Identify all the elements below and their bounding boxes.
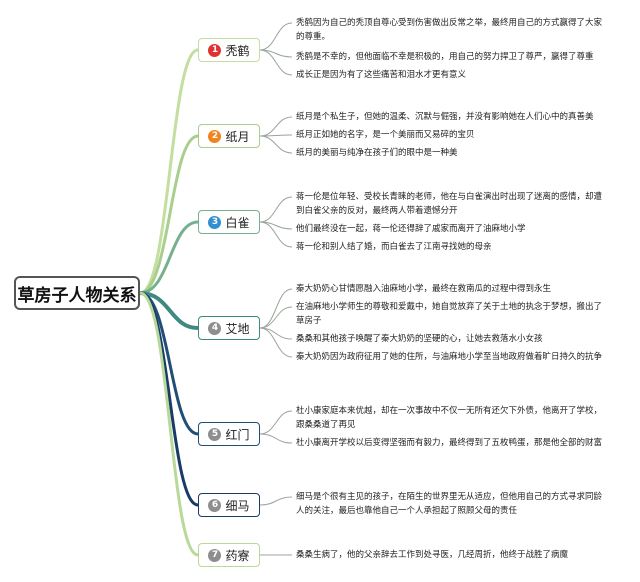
number-badge-icon: 6: [208, 498, 222, 512]
leaf-line: [259, 196, 293, 223]
topic-label: 红门: [225, 427, 250, 442]
topic-label: 艾地: [225, 321, 250, 336]
leaf-line: [259, 288, 293, 329]
leaf-connectors: [259, 22, 293, 556]
leaf-line: [259, 135, 293, 154]
leaf-line: [259, 221, 293, 248]
leaf-line: [259, 433, 293, 444]
leaf-text[interactable]: 秦大奶奶心甘情愿融入油麻地小学，最终在救南瓜的过程中得到永生: [296, 284, 552, 294]
leaf-line: [259, 116, 293, 137]
leaf-line: [259, 327, 293, 358]
leaf-text[interactable]: 蒋一伦和别人结了婚，而白雀去了江南寻找她的母亲: [296, 242, 492, 252]
root-topic[interactable]: 草房子人物关系: [14, 276, 140, 310]
leaf-text[interactable]: 桑桑生病了，他的父亲辞去工作到处寻医，几经周折，他终于战胜了病魔: [296, 550, 569, 560]
branch-line: [138, 48, 200, 295]
leaf-line: [259, 410, 293, 435]
topic-node[interactable]: 7 药寮: [198, 543, 260, 567]
leaf-line: [259, 22, 293, 51]
branch-line: [138, 220, 200, 295]
topic-node[interactable]: 5 红门: [198, 422, 260, 446]
leaf-line: [259, 306, 293, 329]
topic-label: 细马: [225, 498, 250, 513]
leaf-text[interactable]: 桑桑和其他孩子唤醒了秦大奶奶的坚硬的心，让她去救落水小女孩: [296, 334, 543, 344]
branch-line: [138, 134, 200, 295]
leaf-text[interactable]: 杜小康家庭本来优越，却在一次事故中不仅一无所有还欠下外债，他离开了学校，跟桑桑道…: [296, 406, 603, 430]
topic-label: 秃鹤: [225, 43, 250, 58]
leaf-text[interactable]: 细马是个很有主见的孩子，在陌生的世界里无从适应，但他用自己的方式寻求同龄人的关注…: [296, 492, 603, 516]
leaf-text[interactable]: 秦大奶奶因为政府征用了她的住所，与油麻地小学至当地政府做着旷日持久的抗争: [296, 352, 603, 362]
leaf-text[interactable]: 在油麻地小学师生的尊敬和爱戴中，她自觉放弃了关于土地的执念于梦想，搬出了草房子: [296, 302, 603, 326]
leaf-text[interactable]: 秃鹤因为自己的秃顶自尊心受到伤害做出反常之举，最终用自己的方式赢得了大家的尊重。: [296, 18, 603, 42]
branch-line: [138, 291, 200, 330]
number-badge-icon: 5: [208, 427, 222, 441]
branch-line: [138, 291, 200, 557]
topic-node[interactable]: 4 艾地: [198, 316, 260, 340]
topic-node[interactable]: 2 纸月: [198, 124, 260, 148]
root-branches: [138, 48, 200, 557]
number-badge-icon: 2: [208, 129, 222, 143]
topic-node[interactable]: 6 细马: [198, 493, 260, 517]
leaf-text[interactable]: 杜小康离开学校以后变得坚强而有毅力，最终得到了五枚鸭蛋，那是他全部的财富: [296, 438, 603, 448]
topic-node[interactable]: 3 白雀: [198, 210, 260, 234]
topic-label: 纸月: [225, 129, 250, 144]
leaf-text[interactable]: 纸月的美丽与纯净在孩子们的眼中是一种美: [296, 148, 458, 158]
topic-label: 白雀: [225, 215, 250, 230]
leaf-text[interactable]: 纸月正如她的名字，是一个美丽而又易碎的宝贝: [296, 130, 475, 140]
number-badge-icon: 7: [208, 548, 222, 562]
leaf-line: [259, 49, 293, 76]
leaf-text[interactable]: 他们最终没在一起，蒋一伦还得辞了戚家而离开了油麻地小学: [296, 224, 526, 234]
topic-node[interactable]: 1 秃鹤: [198, 38, 260, 62]
leaf-text[interactable]: 纸月是个私生子，但她的温柔、沉默与倔强，并没有影响她在人们心中的真善美: [296, 112, 594, 122]
leaf-line: [259, 496, 293, 506]
number-badge-icon: 1: [208, 43, 222, 57]
leaf-text[interactable]: 成长正是因为有了这些痛苦和泪水才更有意义: [296, 70, 467, 80]
number-badge-icon: 4: [208, 321, 222, 335]
leaf-text[interactable]: 蒋一伦是位年轻、受校长青睐的老师，他在与白雀演出时出现了迷离的感情，却遭到白雀父…: [296, 192, 603, 216]
topic-label: 药寮: [225, 548, 250, 563]
leaf-line: [259, 327, 293, 340]
root-topic-label: 草房子人物关系: [17, 285, 137, 306]
number-badge-icon: 3: [208, 215, 222, 229]
leaf-text[interactable]: 秃鹤是不幸的，但他面临不幸是积极的，用自己的努力捍卫了尊严，赢得了尊重: [296, 52, 594, 62]
